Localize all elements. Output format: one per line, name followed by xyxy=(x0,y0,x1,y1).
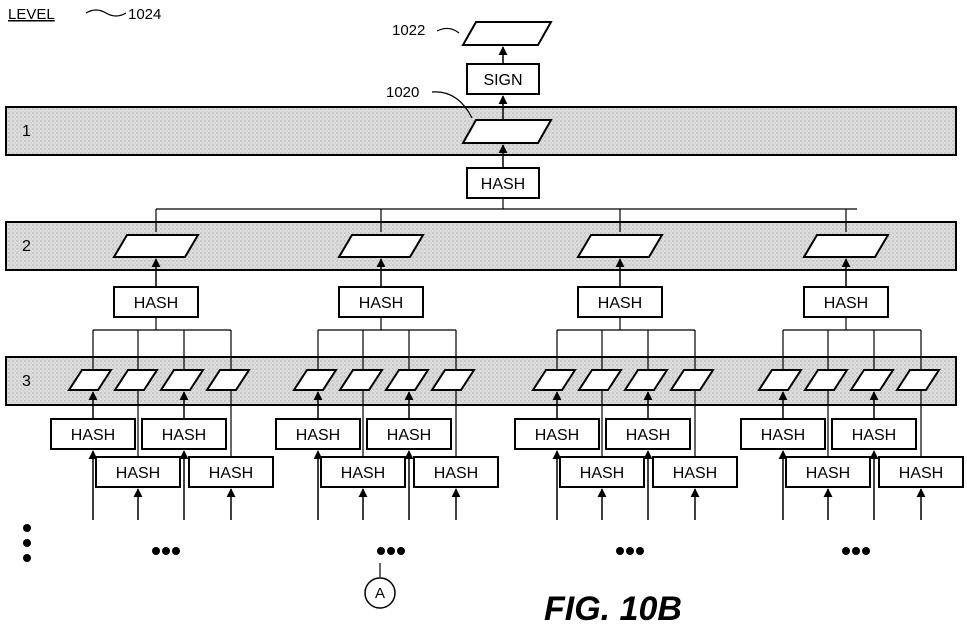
level2-hash-box-label: HASH xyxy=(824,295,868,312)
leaf-hash-box-upper-label: HASH xyxy=(761,427,805,444)
leaf-hash-box-upper-label: HASH xyxy=(296,427,340,444)
level-label-2: 2 xyxy=(22,238,31,255)
leaf-hash-box-upper-label: HASH xyxy=(162,427,206,444)
horizontal-ellipsis-dot xyxy=(852,547,860,555)
level2-node xyxy=(804,235,888,257)
horizontal-ellipsis-dot xyxy=(862,547,870,555)
horizontal-ellipsis-dot xyxy=(172,547,180,555)
figure-caption: FIG. 10B xyxy=(544,590,682,628)
horizontal-ellipsis-dot xyxy=(377,547,385,555)
sign-label: SIGN xyxy=(483,72,522,89)
level2-node xyxy=(114,235,198,257)
root-node-1020 xyxy=(463,120,551,143)
level-label-3: 3 xyxy=(22,373,31,390)
signed-root-node-1022 xyxy=(463,22,551,45)
leaf-hash-box-lower-label: HASH xyxy=(341,465,385,482)
level-ref-number: 1024 xyxy=(128,6,161,23)
leaf-hash-box-upper-label: HASH xyxy=(71,427,115,444)
leader-1022 xyxy=(437,28,459,33)
leaf-hash-box-lower-label: HASH xyxy=(209,465,253,482)
ref-1022: 1022 xyxy=(392,22,425,39)
leaf-hash-box-lower-label: HASH xyxy=(434,465,478,482)
leaf-hash-box-upper-label: HASH xyxy=(387,427,431,444)
level-label-1: 1 xyxy=(22,123,31,140)
leaf-hash-box-upper-label: HASH xyxy=(626,427,670,444)
horizontal-ellipsis-dot xyxy=(616,547,624,555)
level2-node xyxy=(339,235,423,257)
level-leader-line xyxy=(86,10,126,16)
leaf-hash-box-lower-label: HASH xyxy=(899,465,943,482)
connector-a-label: A xyxy=(375,585,385,602)
horizontal-ellipsis-dot xyxy=(626,547,634,555)
level2-hash-box-label: HASH xyxy=(134,295,178,312)
leaf-hash-box-lower-label: HASH xyxy=(673,465,717,482)
horizontal-ellipsis-dot xyxy=(152,547,160,555)
level2-node xyxy=(578,235,662,257)
leaf-hash-box-upper-label: HASH xyxy=(852,427,896,444)
horizontal-ellipsis-dot xyxy=(162,547,170,555)
horizontal-ellipsis-dot xyxy=(636,547,644,555)
horizontal-ellipsis-dot xyxy=(842,547,850,555)
vertical-ellipsis-dot xyxy=(23,524,31,532)
ref-1020: 1020 xyxy=(386,84,419,101)
level2-hash-box-label: HASH xyxy=(359,295,403,312)
leaf-hash-box-upper-label: HASH xyxy=(535,427,579,444)
leaf-hash-box-lower-label: HASH xyxy=(116,465,160,482)
vertical-ellipsis-dot xyxy=(23,539,31,547)
level2-hash-box-label: HASH xyxy=(598,295,642,312)
horizontal-ellipsis-dot xyxy=(387,547,395,555)
horizontal-ellipsis-dot xyxy=(397,547,405,555)
root-hash-label: HASH xyxy=(481,176,525,193)
leaf-hash-box-lower-label: HASH xyxy=(806,465,850,482)
leaf-hash-box-lower-label: HASH xyxy=(580,465,624,482)
vertical-ellipsis-dot xyxy=(23,554,31,562)
level-heading: LEVEL xyxy=(8,6,55,23)
